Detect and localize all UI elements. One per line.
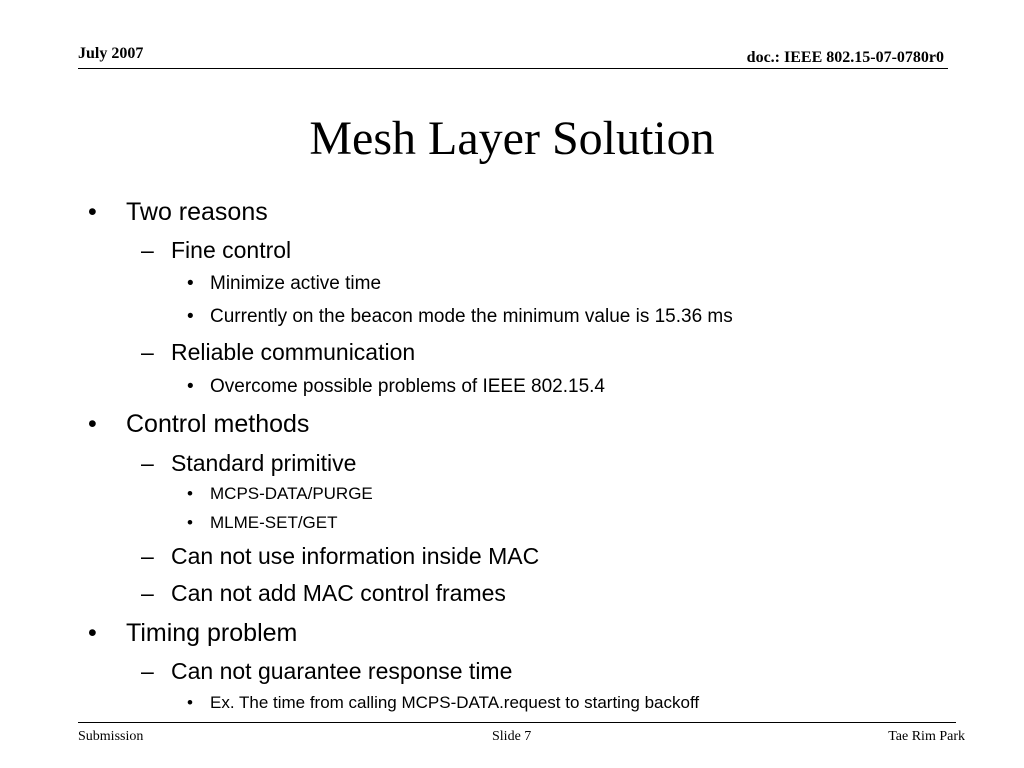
footer-divider [78,722,956,723]
bullet-marker-level2: – [141,339,154,365]
header-date: July 2007 [78,45,144,62]
bullet-level3-example-timing: Ex. The time from calling MCPS-DATA.requ… [210,693,700,712]
bullet-marker-level2: – [141,450,154,476]
bullet-marker-level2: – [141,658,154,684]
bullet-marker-level3: • [187,273,194,294]
bullet-level2-no-mac-info: Can not use information inside MAC [171,543,540,569]
bullet-level1-two-reasons: Two reasons [126,198,268,226]
bullet-marker-level3: • [187,693,193,712]
bullet-level3-beacon-minimum: Currently on the beacon mode the minimum… [210,306,733,327]
header-divider [78,68,948,69]
bullet-level2-no-mac-control-frames: Can not add MAC control frames [171,580,506,606]
bullet-level3-mlme-set-get: MLME-SET/GET [210,513,338,532]
footer-slide-number: Slide 7 [492,729,532,744]
footer-author: Tae Rim Park [888,729,965,744]
slide-title: Mesh Layer Solution [309,112,715,165]
bullet-level1-timing-problem: Timing problem [126,619,298,647]
bullet-marker-level2: – [141,580,154,606]
bullet-marker-level2: – [141,237,154,263]
bullet-level1-control-methods: Control methods [126,410,310,438]
bullet-level2-standard-primitive: Standard primitive [171,450,357,476]
bullet-level3-minimize-active-time: Minimize active time [210,273,382,294]
bullet-level2-fine-control: Fine control [171,237,292,263]
bullet-level2-reliable-communication: Reliable communication [171,339,416,365]
bullet-level3-mcps-data-purge: MCPS-DATA/PURGE [210,484,373,503]
bullet-marker-level1: • [88,619,97,647]
bullet-marker-level3: • [187,376,194,397]
bullet-marker-level3: • [187,306,194,327]
bullet-marker-level3: • [187,513,193,532]
bullet-marker-level3: • [187,484,193,503]
bullet-marker-level2: – [141,543,154,569]
bullet-marker-level1: • [88,198,97,226]
footer-submission: Submission [78,729,144,744]
bullet-level3-overcome-problems: Overcome possible problems of IEEE 802.1… [210,376,605,397]
bullet-level2-no-response-guarantee: Can not guarantee response time [171,658,513,684]
header-document-id: doc.: IEEE 802.15-07-0780r0 [746,49,944,66]
bullet-marker-level1: • [88,410,97,438]
